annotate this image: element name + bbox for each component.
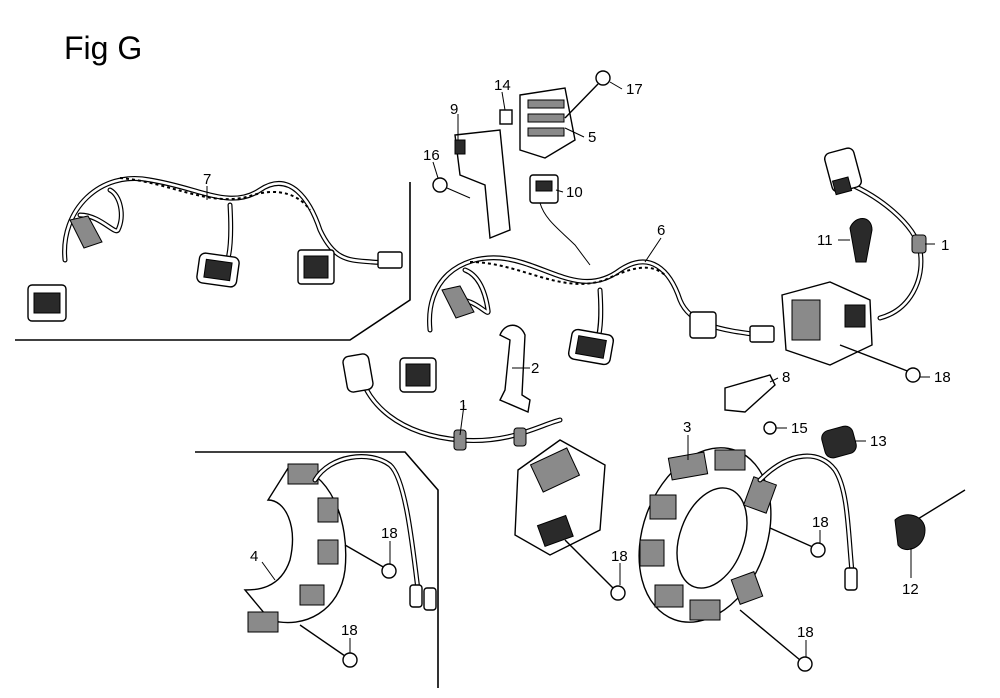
callout-10: 10 [566, 184, 583, 201]
callout-4: 4 [250, 548, 258, 565]
callout-12: 12 [902, 581, 919, 598]
wire-clip-2 [499, 324, 531, 413]
callout-18-coil-right: 18 [934, 369, 951, 386]
callout-7: 7 [203, 171, 211, 188]
ignition-coil-1-center [342, 353, 606, 556]
bolt-16 [432, 177, 471, 199]
bracket-9 [454, 129, 511, 239]
stator-3 [638, 447, 858, 623]
callout-labels: 1 1 2 3 4 5 6 7 8 9 10 11 12 13 14 15 16… [203, 77, 951, 641]
connector-10 [529, 174, 591, 266]
bolt-18-stator-3-upper [769, 527, 826, 558]
clip-11 [849, 218, 873, 263]
callout-18-coil-center: 18 [611, 548, 628, 565]
inset-frame-harness-7 [15, 182, 411, 341]
grommet-13 [821, 425, 857, 459]
leader-lines [206, 81, 935, 657]
bolt-18-stator-3-lower [739, 609, 813, 672]
bolt-18-stator-4-upper [344, 544, 397, 579]
figure-title: Fig G [64, 30, 143, 66]
callout-11: 11 [817, 232, 833, 249]
ignition-coil-1-right [781, 147, 927, 366]
wire-harness-6 [399, 255, 775, 393]
callout-18-stator-3-lower: 18 [797, 624, 814, 641]
callout-5: 5 [588, 129, 596, 146]
stator-4 [243, 454, 437, 633]
callout-14: 14 [494, 77, 511, 94]
inset-frame-stator-4 [195, 451, 439, 688]
callout-1-center: 1 [459, 397, 467, 414]
callout-8: 8 [782, 369, 790, 386]
bolt-17 [564, 70, 611, 119]
cable-clamp-12 [894, 489, 966, 550]
component-5 [519, 87, 576, 159]
callout-9: 9 [450, 101, 458, 118]
bolt-18-coil-right [839, 344, 921, 383]
bolt-18-coil-center [564, 539, 626, 601]
callout-15: 15 [791, 420, 808, 437]
callout-18-stator-4-lower: 18 [341, 622, 358, 639]
callout-1-right: 1 [941, 237, 949, 254]
callout-18-stator-4-upper: 18 [381, 525, 398, 542]
callout-3: 3 [683, 419, 691, 436]
callout-6: 6 [657, 222, 665, 239]
bolt-14 [499, 109, 513, 125]
wire-harness-7 [27, 176, 403, 322]
callout-16: 16 [423, 147, 440, 164]
callout-17: 17 [626, 81, 643, 98]
plate-8 [724, 374, 776, 413]
callout-2: 2 [531, 360, 539, 377]
callout-18-stator-3-upper: 18 [812, 514, 829, 531]
callout-13: 13 [870, 433, 887, 450]
bolt-15 [763, 421, 777, 435]
